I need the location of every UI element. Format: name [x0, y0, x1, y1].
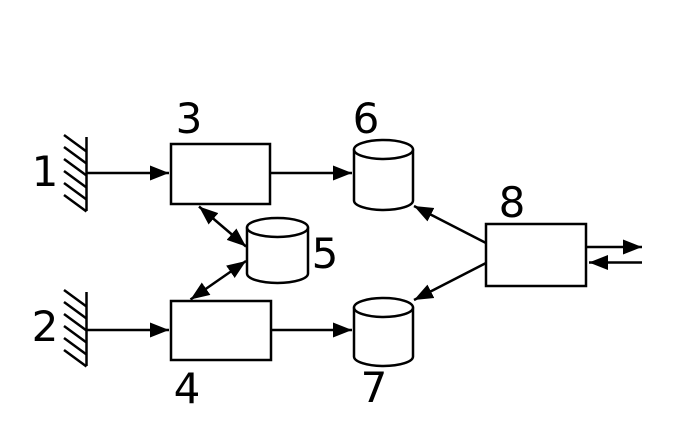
- process-node-3: 3: [169, 94, 272, 206]
- node-label-4: 4: [174, 364, 201, 413]
- double-arrow-process3-store5: [198, 205, 247, 248]
- node-label-8: 8: [499, 178, 526, 227]
- data-store-node-7: 7: [352, 296, 415, 412]
- cylinder-body: [352, 149, 415, 212]
- process-box: [484, 222, 588, 288]
- data-store-node-6: 6: [352, 94, 415, 212]
- cylinder-body: [245, 227, 310, 285]
- node-label-2: 2: [32, 302, 59, 351]
- arrow-process8-to-store7: [413, 261, 487, 302]
- hatched-wall-icon: [63, 133, 88, 213]
- node-label-6: 6: [353, 94, 380, 143]
- data-store-node-5: 5: [245, 216, 339, 285]
- source-node-1: 1: [32, 133, 88, 213]
- node-label-5: 5: [312, 229, 339, 278]
- cylinder-top: [352, 138, 415, 161]
- node-label-3: 3: [176, 94, 203, 143]
- process-node-8: 8: [484, 178, 588, 288]
- node-label-7: 7: [361, 363, 388, 412]
- process-box: [169, 142, 272, 206]
- arrow-process8-to-store6: [413, 204, 487, 245]
- source-node-2: 2: [32, 288, 88, 368]
- cylinder-top: [245, 216, 310, 239]
- hatched-wall-icon: [63, 288, 88, 368]
- double-arrow-process4-store5: [189, 259, 247, 301]
- process-box: [169, 299, 273, 362]
- node-label-1: 1: [32, 147, 59, 196]
- process-node-4: 4: [169, 299, 273, 413]
- cylinder-top: [352, 296, 415, 319]
- cylinder-body: [352, 307, 415, 368]
